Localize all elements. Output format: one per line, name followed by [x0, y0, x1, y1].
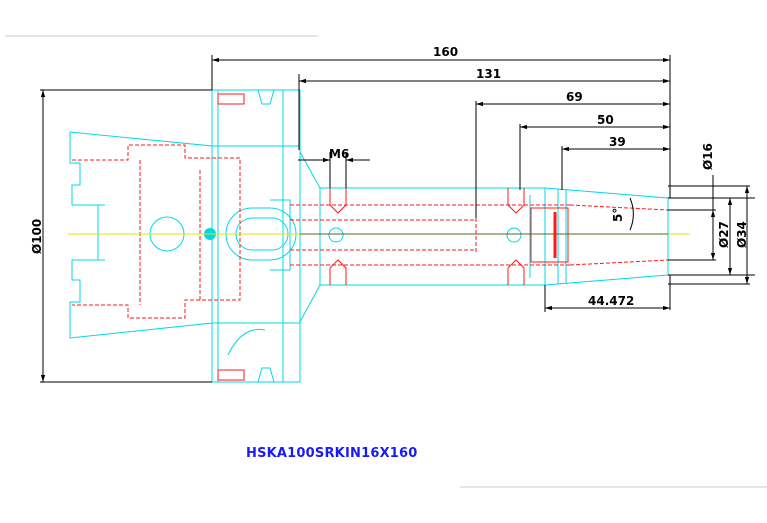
dim-angle: 5° [611, 208, 625, 222]
dim-131: 131 [476, 67, 501, 81]
dim-dia-34: Ø34 [735, 221, 749, 248]
flange-outline [211, 89, 301, 383]
part-number-label: HSKA100SRKIN16X160 [246, 446, 418, 461]
dim-50: 50 [597, 113, 614, 127]
dim-39: 39 [609, 135, 626, 149]
hidden-bore-lines [72, 144, 669, 319]
dim-taper-length: 44.472 [588, 294, 634, 308]
screw-holes [217, 93, 525, 381]
cross-hole-2 [506, 227, 522, 243]
dim-dia-27: Ø27 [717, 221, 731, 248]
dim-dia-16: Ø16 [701, 143, 715, 170]
nose-taper-outline [529, 187, 669, 286]
dim-dia-100: Ø100 [30, 219, 44, 254]
hsk-taper-outline [69, 131, 213, 339]
dim-160: 160 [433, 45, 458, 59]
cross-hole [328, 227, 344, 243]
dimension-lines [40, 55, 755, 383]
shank-body-outline [299, 151, 546, 323]
dim-69: 69 [566, 90, 583, 104]
collet-insert [530, 207, 569, 263]
dim-m6: M6 [329, 147, 349, 161]
